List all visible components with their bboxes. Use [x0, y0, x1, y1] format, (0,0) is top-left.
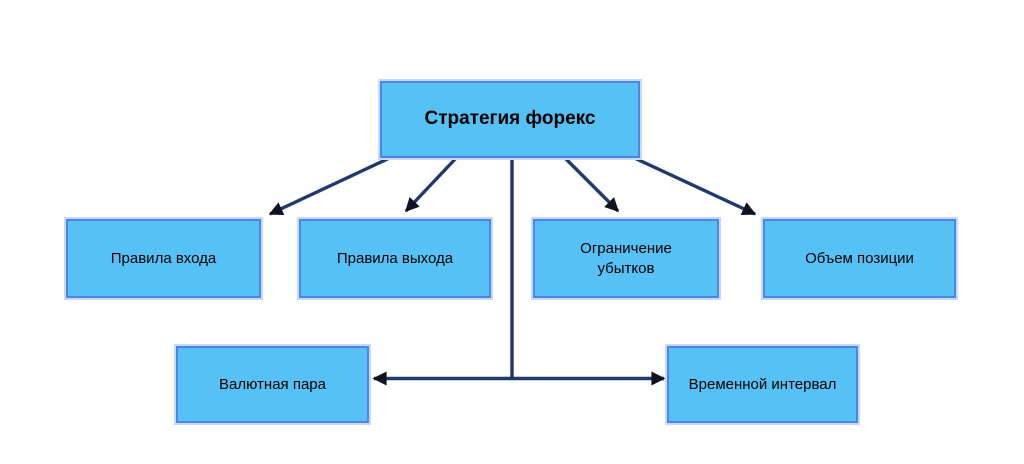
node-position-size: Объем позиции	[763, 219, 956, 298]
node-loss-limit-label: Ограничение убытков	[580, 240, 672, 277]
node-position-size-label: Объем позиции	[805, 249, 914, 267]
edge-root-to-loss-limit	[560, 153, 620, 213]
node-strategy: Стратегия форекс	[380, 81, 640, 158]
node-time-interval: Временной интервал	[667, 346, 858, 423]
node-currency-pair-label: Валютная пара	[219, 375, 326, 393]
node-currency-pair: Валютная пара	[176, 346, 369, 423]
edge-root-to-entry-rules	[268, 153, 397, 216]
edge-root-to-position-size	[627, 153, 757, 216]
node-entry-rules: Правила входа	[66, 219, 261, 298]
node-exit-rules: Правила выхода	[299, 219, 491, 298]
node-entry-rules-label: Правила входа	[110, 249, 217, 267]
node-exit-rules-label: Правила выхода	[336, 249, 454, 267]
node-time-interval-label: Временной интервал	[688, 375, 837, 393]
edge-root-to-exit-rules	[404, 153, 461, 213]
node-strategy-label: Стратегия форекс	[424, 108, 596, 130]
node-loss-limit: Ограничение убытков	[533, 219, 719, 298]
